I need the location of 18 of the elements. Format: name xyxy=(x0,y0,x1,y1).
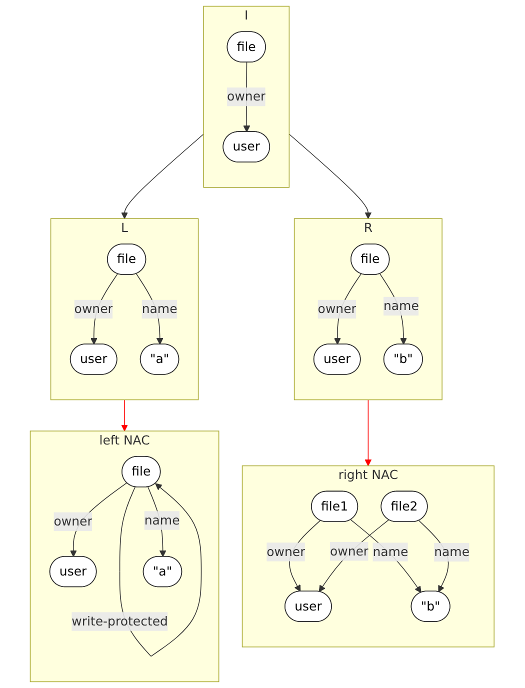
arrow xyxy=(365,399,372,466)
arrow xyxy=(121,134,204,219)
arrow xyxy=(319,519,390,592)
arrow xyxy=(350,519,422,593)
edge-label: name xyxy=(384,298,420,314)
edge-label: name xyxy=(142,301,178,316)
edge-label: owner xyxy=(318,301,357,316)
edge-label: name xyxy=(373,544,408,560)
edge-label: write-protected xyxy=(72,614,168,629)
edge-label: owner xyxy=(266,544,306,559)
arrow xyxy=(289,134,372,219)
edge-label: owner xyxy=(227,89,266,104)
arrow xyxy=(121,399,128,432)
edge-label: owner xyxy=(330,544,369,558)
edge-label: owner xyxy=(74,301,114,316)
edge-label: owner xyxy=(54,514,93,529)
edge-label: name xyxy=(144,512,180,528)
edge-label: name xyxy=(434,544,470,560)
